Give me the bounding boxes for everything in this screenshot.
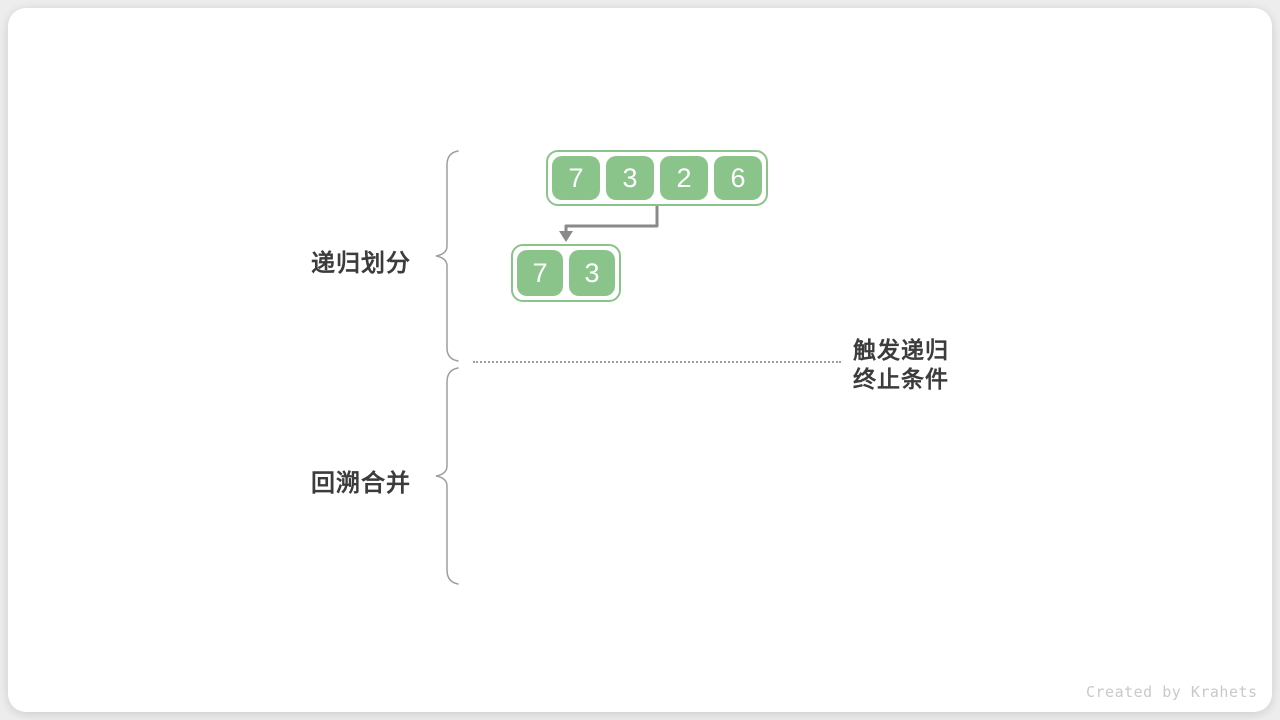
label-termination-line1: 触发递归 (853, 337, 949, 363)
label-recursive-divide: 递归划分 (311, 250, 411, 277)
array-cell: 3 (569, 250, 615, 296)
label-backtrack-merge: 回溯合并 (311, 470, 411, 497)
array-top: 7 3 2 6 (546, 150, 768, 206)
array-cell: 2 (660, 156, 708, 200)
array-cell: 7 (517, 250, 563, 296)
divide-arrow (564, 206, 659, 232)
watermark: Created by Krahets (1086, 683, 1258, 701)
array-cell: 7 (552, 156, 600, 200)
brace-merge (435, 367, 459, 585)
array-cell: 6 (714, 156, 762, 200)
diagram-graphics (435, 150, 659, 585)
array-cell: 3 (606, 156, 654, 200)
divide-arrow-head (559, 231, 573, 242)
figure-card: 递归划分 回溯合并 7 3 2 6 7 3 触发递归 终止条件 Created … (8, 8, 1272, 712)
array-bottom: 7 3 (511, 244, 621, 302)
label-termination-condition: 触发递归 终止条件 (853, 336, 949, 394)
label-termination-line2: 终止条件 (853, 366, 949, 392)
brace-divide (435, 150, 459, 362)
termination-divider (473, 361, 841, 363)
